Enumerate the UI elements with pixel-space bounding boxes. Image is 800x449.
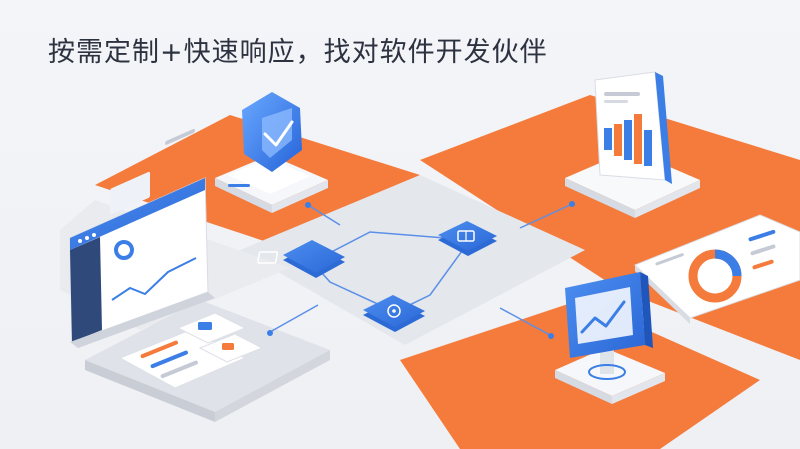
grey-tile-bottom-left-side [215, 350, 330, 422]
grey-tile-center [240, 175, 585, 345]
document-card-icon [257, 240, 345, 278]
target-card-icon [363, 295, 425, 332]
grid-card-icon [438, 221, 497, 256]
connector-dot-bar-chart [569, 201, 575, 207]
connector-bar-chart [519, 204, 571, 229]
list-card-icon [118, 312, 264, 389]
connector-dashboard [269, 304, 319, 333]
connector-dot-dashboard [267, 330, 273, 336]
grey-tile-bottom-left-edge [85, 360, 215, 422]
page-headline: 按需定制+快速响应，找对软件开发伙伴 [48, 37, 548, 68]
shield-check-icon [215, 92, 328, 213]
connector-dot-monitor [548, 333, 554, 339]
dashboard-window-icon [69, 128, 215, 348]
connector-monitor [499, 307, 551, 336]
monitor-chart-icon [555, 272, 665, 404]
connector-shield [307, 204, 341, 226]
donut-chart-icon [634, 214, 800, 324]
bar-chart-icon [565, 71, 700, 218]
connector-dot-shield [305, 202, 311, 208]
